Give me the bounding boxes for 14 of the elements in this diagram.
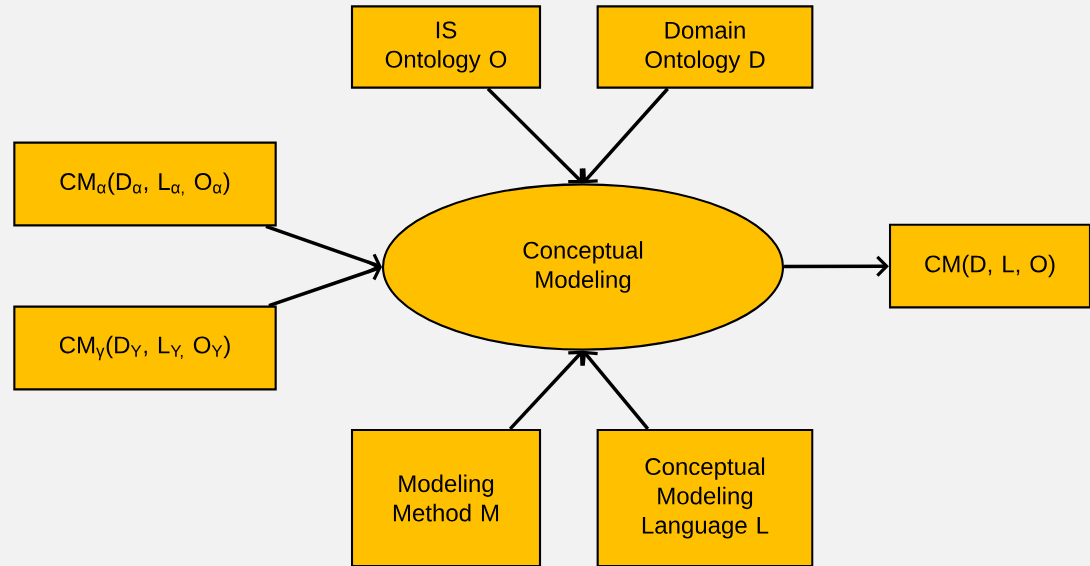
- arrow: [486, 87, 583, 184]
- process-box: IS Ontology O: [350, 5, 542, 89]
- ellipse-node: Conceptual Modeling: [381, 183, 785, 351]
- arrow: [784, 255, 889, 277]
- process-box: Modeling Method M: [350, 428, 542, 566]
- process-box: Domain Ontology D: [596, 5, 814, 89]
- arrow: [581, 350, 650, 431]
- process-box: Conceptual Modeling Language L: [596, 428, 814, 566]
- arrow: [268, 260, 382, 308]
- arrow: [508, 350, 584, 431]
- process-box: CM$_{γ}$(D$_{Y}$, L$_{Y,}$ O$_{Y}$): [13, 305, 277, 391]
- process-box: CM$_{α}$(D$_{α}$, L$_{α,}$ O$_{α}$): [13, 141, 277, 227]
- process-box: CM(D, L, O): [888, 223, 1090, 309]
- arrow: [582, 87, 669, 184]
